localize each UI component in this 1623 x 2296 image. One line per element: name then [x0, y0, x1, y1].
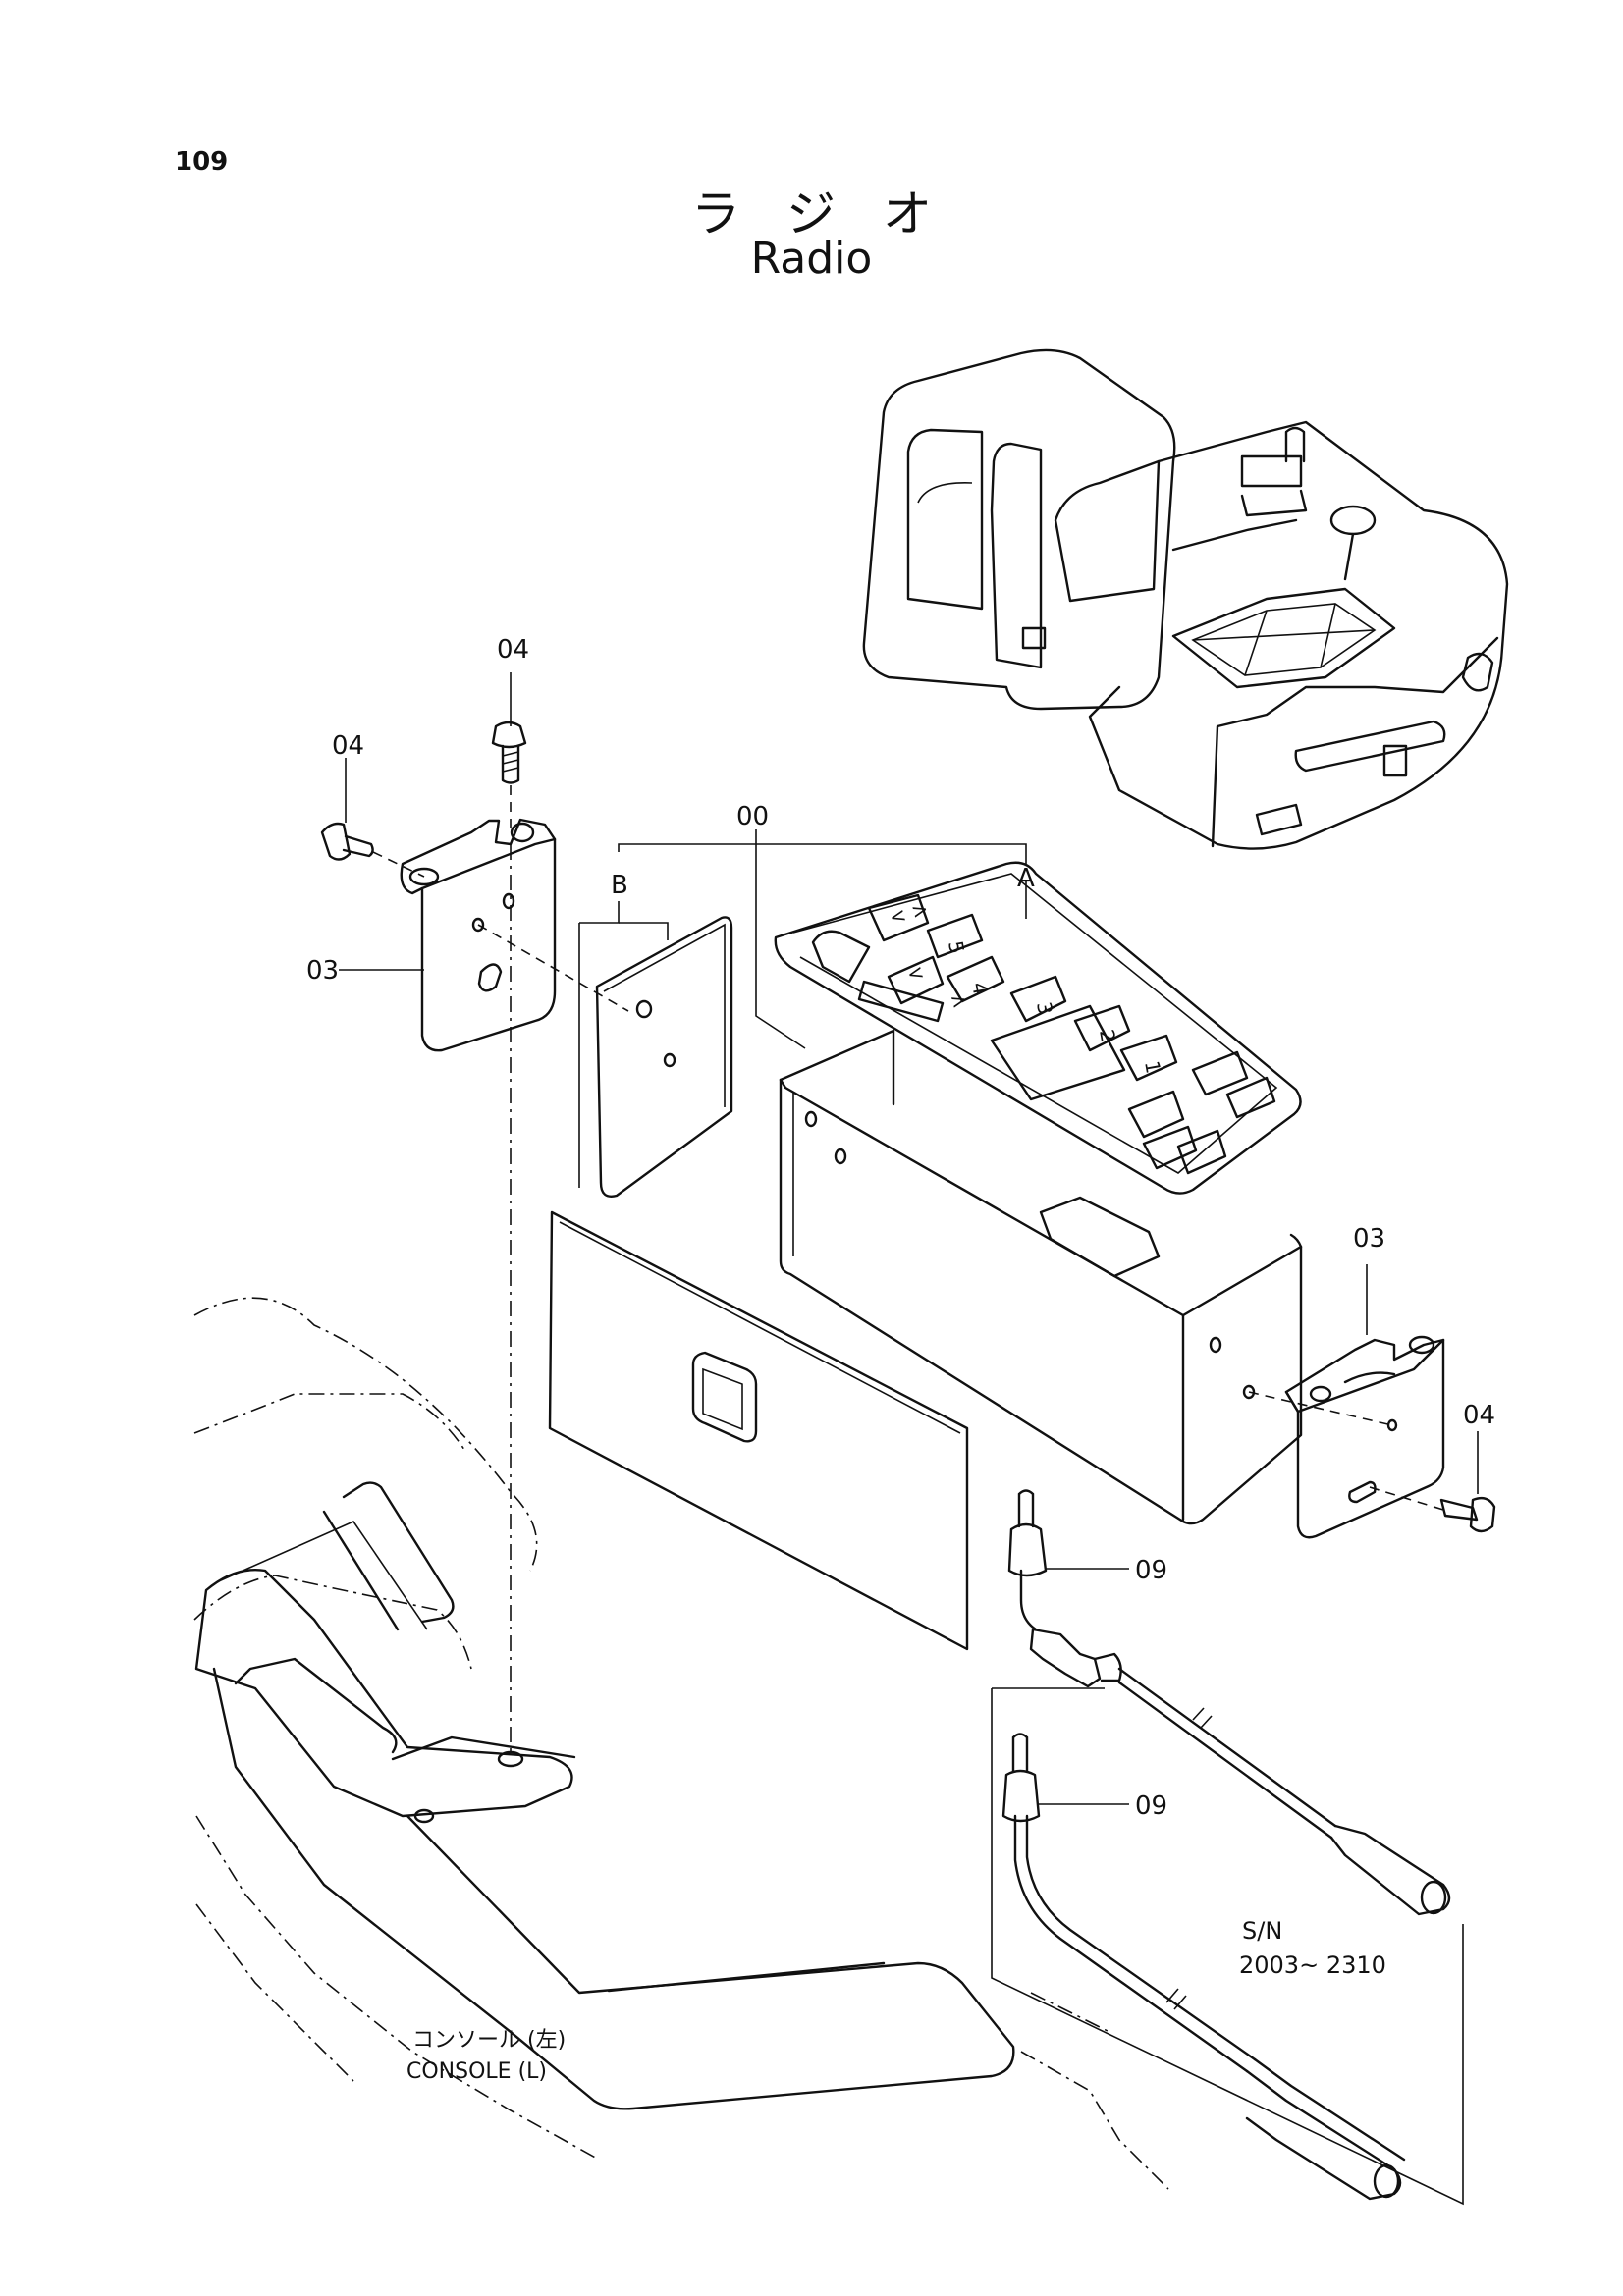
axis-bracket-to-plate — [477, 924, 629, 1012]
side-plate — [595, 916, 733, 1198]
callout-sub-b: B — [611, 871, 628, 900]
callout-screw-top: 04 — [497, 635, 529, 665]
screw-left — [320, 822, 374, 861]
axis-screw-left — [372, 851, 425, 878]
right-bracket — [1284, 1335, 1445, 1539]
serial-label: S/N — [1242, 1917, 1282, 1945]
serial-inset — [991, 1687, 1464, 2206]
callout-cable-1: 09 — [1135, 1556, 1167, 1585]
cover-panel — [548, 1210, 969, 1651]
radio-front-panel: < > 5 4 3 2 1 < > — [774, 861, 1302, 1195]
callout-screw-right: 04 — [1463, 1401, 1495, 1430]
radio-button-label: 3 — [1032, 1000, 1057, 1017]
radio-button-label: 2 — [1095, 1028, 1120, 1044]
radio-button-label: 1 — [1140, 1059, 1165, 1076]
antenna-cable-1 — [1007, 1489, 1451, 1916]
excavator-overview — [862, 348, 1509, 850]
page-title-english: Radio — [750, 234, 873, 284]
console-label-english: CONSOLE (L) — [406, 2059, 547, 2084]
axis-box-to-bracket — [1248, 1391, 1393, 1426]
serial-range: 2003~ 2310 — [1239, 1951, 1386, 1979]
radio-button-label: 5 — [944, 939, 969, 956]
console-outline — [193, 1297, 538, 1670]
screw-top — [491, 721, 527, 784]
left-bracket — [400, 818, 557, 1052]
radio-button-label: > — [947, 987, 969, 1014]
callout-assembly: 00 — [736, 802, 769, 831]
radio-button-label: 4 — [967, 981, 993, 997]
radio-button-label: < — [904, 959, 926, 987]
callout-sub-a: A — [1017, 864, 1035, 893]
axis-bracket-to-screw — [1369, 1486, 1444, 1511]
page-number: 109 — [175, 147, 229, 177]
console-label-japanese: コンソール (左) — [412, 2028, 566, 2053]
screw-right — [1439, 1496, 1496, 1533]
console-tray — [194, 1481, 1169, 2190]
assembly-callout — [578, 829, 1027, 1188]
callout-bracket-right: 03 — [1353, 1224, 1385, 1254]
callout-bracket-left: 03 — [306, 956, 339, 986]
radio-housing — [779, 1029, 1303, 1525]
page-title-japanese: ラジオ — [691, 186, 979, 242]
callout-screw-left: 04 — [332, 731, 364, 761]
callout-cable-2: 09 — [1135, 1791, 1167, 1821]
